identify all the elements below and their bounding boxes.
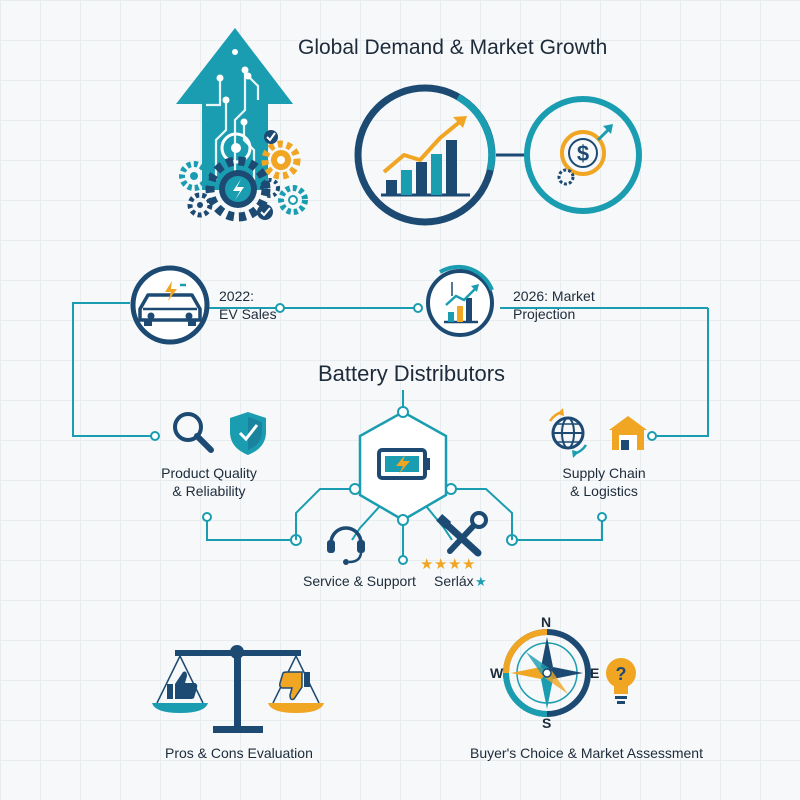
pillar-supply-line1: Supply Chain bbox=[562, 465, 646, 481]
pillar-quality: Product Quality & Reliability bbox=[134, 464, 284, 500]
star-icon: ★ bbox=[434, 555, 447, 573]
milestone-2022: 2022: EV Sales bbox=[219, 287, 277, 323]
compass-icon bbox=[503, 629, 591, 717]
page-title: Global Demand & Market Growth bbox=[298, 36, 608, 59]
milestone-2026-label: Projection bbox=[513, 306, 576, 322]
pillar-supply: Supply Chain & Logistics bbox=[534, 464, 674, 500]
pillar-service: Service & Support bbox=[303, 573, 416, 589]
pillar-rating: Serláx bbox=[434, 573, 474, 589]
pros-cons-label: Pros & Cons Evaluation bbox=[165, 745, 313, 761]
compass-north: N bbox=[541, 614, 552, 630]
lightbulb-icon: ? bbox=[606, 658, 636, 704]
pillar-supply-line2: & Logistics bbox=[570, 483, 638, 499]
thumbs-down-icon bbox=[279, 671, 310, 701]
pillar-quality-line2: & Reliability bbox=[172, 483, 246, 499]
search-icon bbox=[173, 412, 214, 453]
star-icon: ★ bbox=[448, 555, 461, 573]
milestone-2022-label: EV Sales bbox=[219, 306, 277, 322]
star-icon: ★ bbox=[475, 575, 487, 590]
rating-stars: ★ ★ ★ ★ ★ bbox=[420, 555, 487, 590]
bar-chart-icon bbox=[381, 116, 470, 197]
globe-icon bbox=[548, 408, 588, 458]
milestone-2026-year: 2026: Market bbox=[513, 288, 595, 304]
compass-west: W bbox=[490, 665, 504, 681]
shield-icon bbox=[230, 412, 266, 455]
chart-icon bbox=[426, 264, 494, 337]
compass-east: E bbox=[590, 665, 600, 681]
car-icon bbox=[130, 265, 210, 345]
battery-icon bbox=[377, 448, 430, 480]
growth-arrow-icon bbox=[176, 28, 293, 190]
growth-ring bbox=[354, 84, 496, 226]
dollar-icon: $ bbox=[524, 96, 642, 214]
connector-lines bbox=[72, 302, 709, 541]
warehouse-icon bbox=[609, 416, 647, 450]
hub-title: Battery Distributors bbox=[318, 361, 506, 386]
star-icon: ★ bbox=[462, 555, 475, 573]
compass-south: S bbox=[542, 715, 552, 731]
svg-text:?: ? bbox=[616, 664, 627, 684]
svg-text:$: $ bbox=[577, 141, 589, 166]
pillar-quality-line1: Product Quality bbox=[161, 465, 257, 481]
milestone-2026: 2026: Market Projection bbox=[513, 287, 595, 323]
thumbs-up-icon bbox=[167, 671, 198, 699]
gears-icon bbox=[179, 92, 308, 222]
headset-icon bbox=[327, 526, 365, 565]
buyer-choice-label: Buyer's Choice & Market Assessment bbox=[470, 745, 703, 761]
star-icon: ★ bbox=[420, 555, 433, 573]
tools-icon bbox=[436, 511, 488, 557]
milestone-2022-year: 2022: bbox=[219, 288, 255, 304]
